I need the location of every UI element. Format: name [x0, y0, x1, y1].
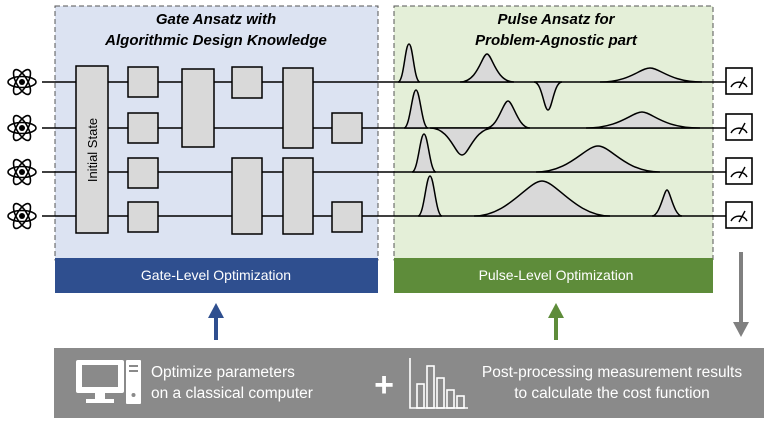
measurement-down-arrow	[733, 252, 749, 337]
gate-ansatz-panel	[54, 5, 379, 261]
bottom-right-line1: Post-processing measurement results	[482, 364, 742, 381]
gate-feedback-arrow	[208, 303, 224, 340]
computer-icon	[76, 360, 141, 404]
pulse-q4-1	[417, 175, 443, 217]
bottom-left-line2: on a classical computer	[151, 385, 313, 402]
bar-chart-icon	[409, 358, 468, 409]
gate-q34-d	[282, 157, 314, 235]
gate-level-optimization-band	[55, 258, 378, 293]
pulse-q2-4	[585, 111, 701, 129]
gate-level-optimization-label: Gate-Level Optimization	[141, 267, 291, 283]
initial-state-gate	[75, 65, 109, 234]
atom-icon	[7, 202, 37, 230]
pulse-q1-1	[397, 43, 421, 83]
gate-q1-a	[127, 66, 159, 98]
gate-blocks	[75, 65, 363, 235]
qubit-icons	[7, 68, 37, 230]
gate-ansatz-title-line1: Gate Ansatz with	[156, 11, 276, 28]
bottom-right-line2: to calculate the cost function	[514, 385, 710, 402]
pulse-ansatz-title-line2: Problem-Agnostic part	[475, 32, 638, 49]
pulse-q3-2	[535, 145, 661, 173]
pulse-q2-1	[403, 89, 429, 129]
initial-state-label: Initial State	[85, 118, 100, 182]
atom-icon	[7, 68, 37, 96]
gate-q3-a	[127, 157, 159, 189]
gate-q4-e	[331, 201, 363, 233]
pulse-ansatz-title-line1: Pulse Ansatz for	[498, 11, 616, 28]
gate-q2-a	[127, 112, 159, 144]
pulse-q4-2	[473, 180, 611, 217]
gate-q12-d	[282, 67, 314, 149]
gate-q34-c	[231, 157, 263, 235]
pulse-q1-2	[459, 53, 515, 83]
meter-icon	[725, 113, 753, 141]
meter-icon	[725, 201, 753, 229]
pulse-q1-3	[533, 81, 563, 111]
pulse-q1-4	[599, 67, 703, 83]
pulse-level-optimization-label: Pulse-Level Optimization	[479, 267, 634, 283]
pulse-q2-3	[485, 100, 531, 129]
measurement-meters	[725, 67, 753, 229]
atom-icon	[7, 158, 37, 186]
pulse-shapes	[397, 43, 703, 217]
pulse-feedback-arrow	[548, 303, 564, 340]
classical-processing-bar	[54, 348, 764, 418]
pulse-q3-1	[411, 133, 437, 173]
meter-icon	[725, 157, 753, 185]
plus-symbol: +	[374, 366, 394, 404]
gate-q4-a	[127, 201, 159, 233]
gate-q1-c	[231, 66, 263, 99]
meter-icon	[725, 67, 753, 95]
pulse-q4-3	[651, 189, 683, 217]
gate-ansatz-title-line2: Algorithmic Design Knowledge	[104, 32, 327, 49]
gate-q12-b	[181, 68, 215, 148]
gate-q2-e	[331, 112, 363, 144]
pulse-q2-2	[429, 127, 495, 156]
pulse-level-optimization-band	[394, 258, 713, 293]
bottom-left-line1: Optimize parameters	[151, 364, 295, 381]
atom-icon	[7, 114, 37, 142]
